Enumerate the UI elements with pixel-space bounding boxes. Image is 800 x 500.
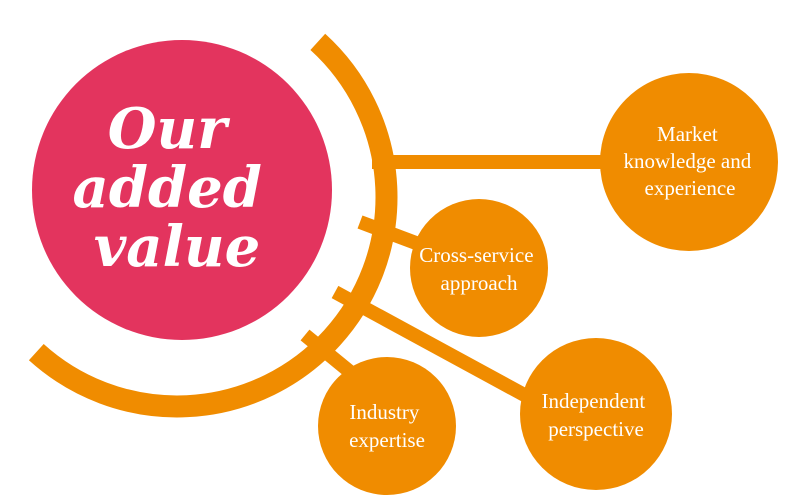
node-label-line: experience (645, 176, 736, 200)
main-circle (32, 40, 332, 340)
node-market-label: Market knowledge and experience (624, 122, 757, 200)
main-title: Our added value (73, 96, 282, 280)
node-cross-service-circle (410, 199, 548, 337)
main-title-line: value (94, 214, 260, 280)
orbit-arc (28, 33, 398, 418)
connector-independent (331, 285, 556, 417)
node-label-line: Cross-service (419, 243, 533, 267)
node-label-line: Market (657, 122, 718, 146)
main-title-line: added (73, 155, 262, 221)
node-independent-label: Independent perspective (541, 389, 650, 441)
node-industry-circle (318, 357, 456, 495)
node-label-line: approach (441, 271, 518, 295)
node-industry-label: Industry expertise (349, 400, 425, 452)
node-label-line: perspective (548, 417, 644, 441)
main-title-line: Our (108, 96, 230, 162)
node-label-line: Independent (541, 389, 645, 413)
node-market-circle (600, 73, 778, 251)
node-cross-service-label: Cross-service approach (419, 243, 539, 295)
node-independent-circle (520, 338, 672, 490)
node-label-line: expertise (349, 428, 425, 452)
node-label-line: Industry (349, 400, 419, 424)
node-label-line: knowledge and (624, 149, 752, 173)
